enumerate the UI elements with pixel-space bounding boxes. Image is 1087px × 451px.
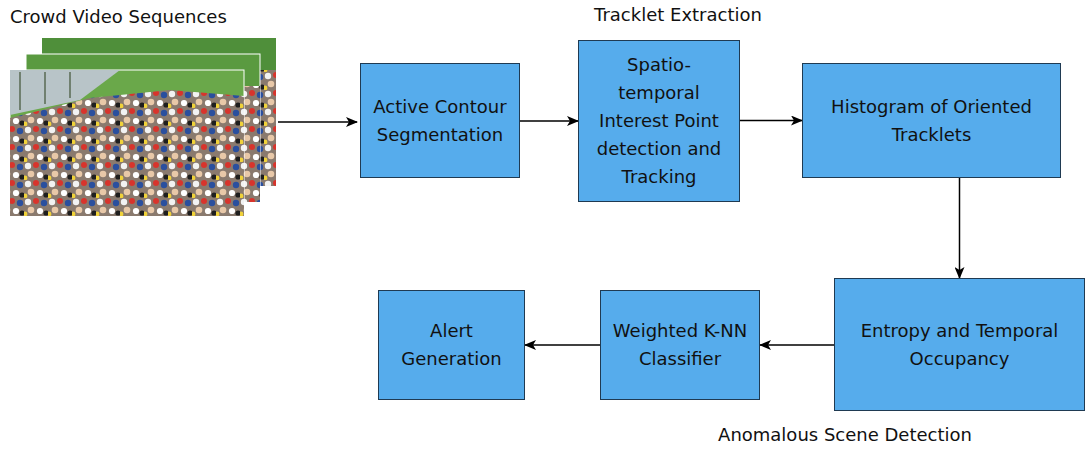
flow-arrow (740, 120, 802, 122)
box-text: Weighted K-NN Classifier (611, 317, 749, 373)
section-label: Anomalous Scene Detection (718, 424, 972, 445)
input-arrow (278, 121, 357, 123)
section-label: Crowd Video Sequences (10, 6, 227, 27)
process-box: Alert Generation (378, 290, 525, 400)
flow-arrow (760, 344, 834, 346)
process-box: Spatio-temporal Interest Point detection… (578, 40, 740, 202)
box-text: Alert Generation (389, 317, 514, 373)
process-box: Active Contour Segmentation (360, 63, 520, 178)
box-text: Active Contour Segmentation (371, 93, 509, 149)
process-box: Entropy and Temporal Occupancy (834, 278, 1085, 411)
section-label: Tracklet Extraction (594, 4, 762, 25)
box-text: Entropy and Temporal Occupancy (845, 317, 1074, 373)
flow-arrow (959, 178, 961, 278)
box-text: Spatio-temporal Interest Point detection… (589, 51, 729, 191)
process-box: Weighted K-NN Classifier (600, 290, 760, 400)
flow-arrow (520, 120, 578, 122)
video-frame (10, 70, 244, 216)
process-box: Histogram of Oriented Tracklets (802, 63, 1061, 178)
box-text: Histogram of Oriented Tracklets (813, 93, 1050, 149)
flow-arrow (525, 344, 600, 346)
